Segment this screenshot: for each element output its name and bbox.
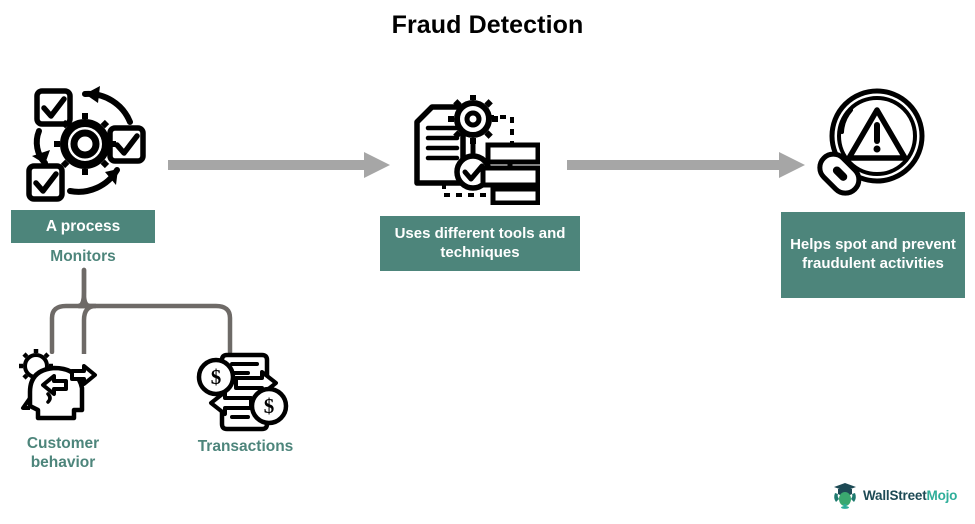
monitored-item-label-transactions: Transactions — [197, 438, 294, 455]
svg-text:$: $ — [211, 365, 222, 389]
logo-word-wallstreet: WallStreet — [863, 488, 927, 503]
page-title: Fraud Detection — [391, 11, 584, 39]
step-1-sub-label: Monitors — [50, 248, 116, 265]
process-cycle-gear-checkbox-icon — [22, 84, 162, 204]
logo-word-mojo: Mojo — [926, 488, 958, 503]
svg-text:$: $ — [264, 394, 275, 418]
document-gear-checklist-icon — [400, 94, 541, 206]
monitored-item-label-customer-behavior: Customer behavior — [26, 435, 100, 471]
logo-wordmark: WallStreetMojo — [863, 488, 957, 503]
step-3-box-label: Helps spot and prevent fraudulent activi… — [781, 212, 965, 298]
money-transfer-document-icon: $ $ — [196, 350, 291, 435]
wallstreetmojo-bull-graduate-icon — [834, 483, 856, 509]
arrow-step1-to-step2 — [168, 152, 390, 178]
arrow-step2-to-step3 — [567, 152, 805, 178]
curly-brace-icon — [40, 264, 255, 359]
step-2-box-label: Uses different tools and techniques — [380, 216, 580, 271]
step-1-box-label: A process — [11, 210, 155, 243]
wallstreetmojo-logo[interactable]: WallStreetMojo — [832, 482, 957, 509]
magnifier-warning-icon — [795, 88, 945, 203]
head-gear-exchange-icon — [14, 348, 114, 433]
